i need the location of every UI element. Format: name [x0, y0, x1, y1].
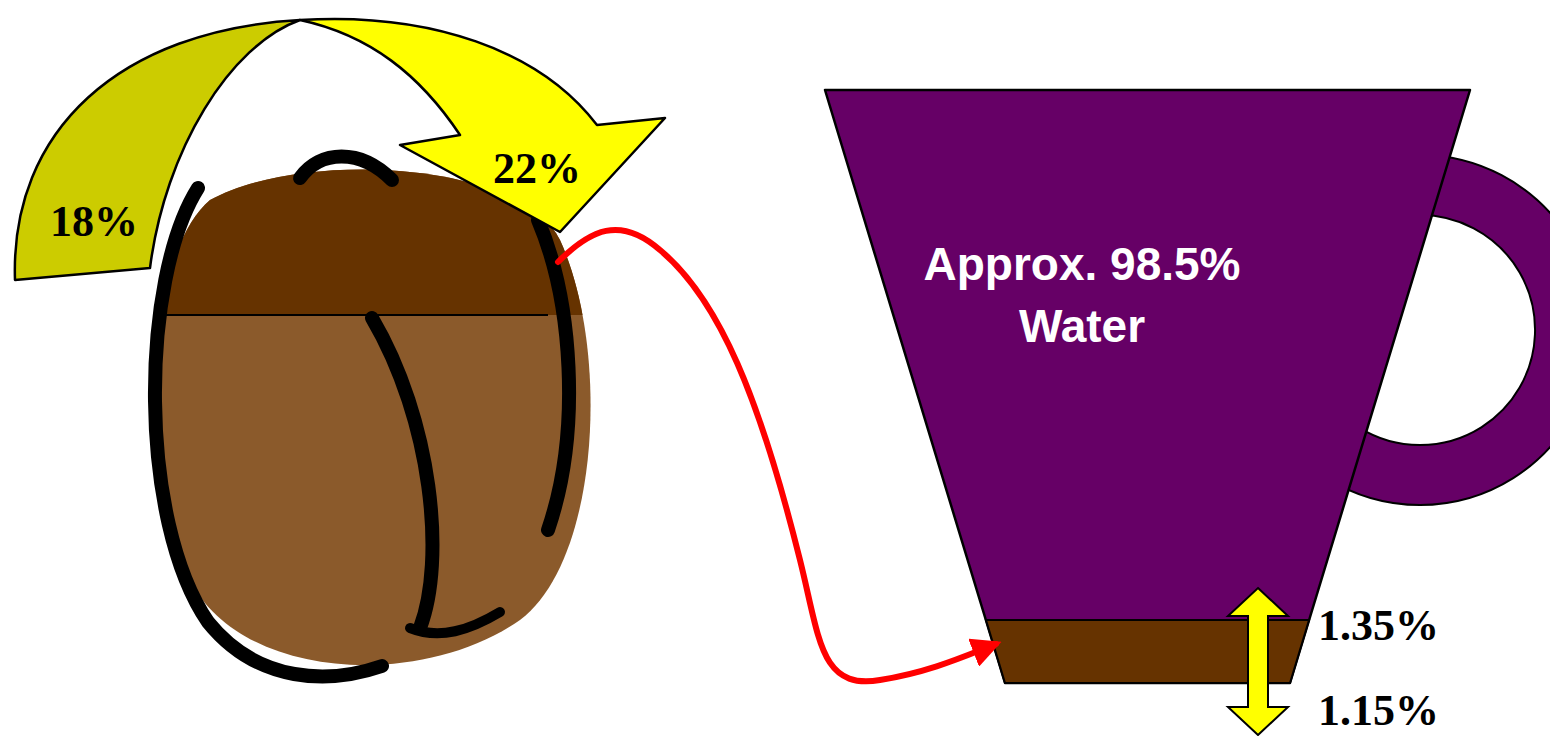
arrow-low-band — [15, 20, 300, 280]
cup-body — [825, 90, 1470, 683]
range-double-arrow — [1228, 588, 1288, 735]
percent-label: 1.15% — [1318, 689, 1439, 733]
percent-label: 18% — [50, 200, 138, 244]
bean-outline-left — [155, 188, 382, 676]
cup-outline — [820, 85, 1475, 688]
bean-outline-bottom — [410, 612, 500, 633]
percent-label: 22% — [493, 147, 581, 191]
grounds-band — [986, 620, 1309, 683]
bean-crease — [372, 318, 432, 628]
cup-label: Approx. 98.5% Water — [882, 233, 1282, 357]
bean-outline-right — [538, 220, 569, 530]
coffee-bean — [100, 100, 660, 676]
percent-label: 1.35% — [1318, 604, 1439, 648]
shape-group — [825, 90, 1470, 683]
bean-layer-line — [165, 314, 548, 316]
transfer-arrow — [558, 230, 996, 681]
arrow-high-head — [300, 19, 665, 232]
extraction-arrow: 18% 22% — [5, 5, 675, 295]
bean-top-crease — [300, 157, 392, 181]
shape-group — [15, 19, 665, 280]
coffee-cup: Approx. 98.5% Water — [820, 85, 1475, 688]
